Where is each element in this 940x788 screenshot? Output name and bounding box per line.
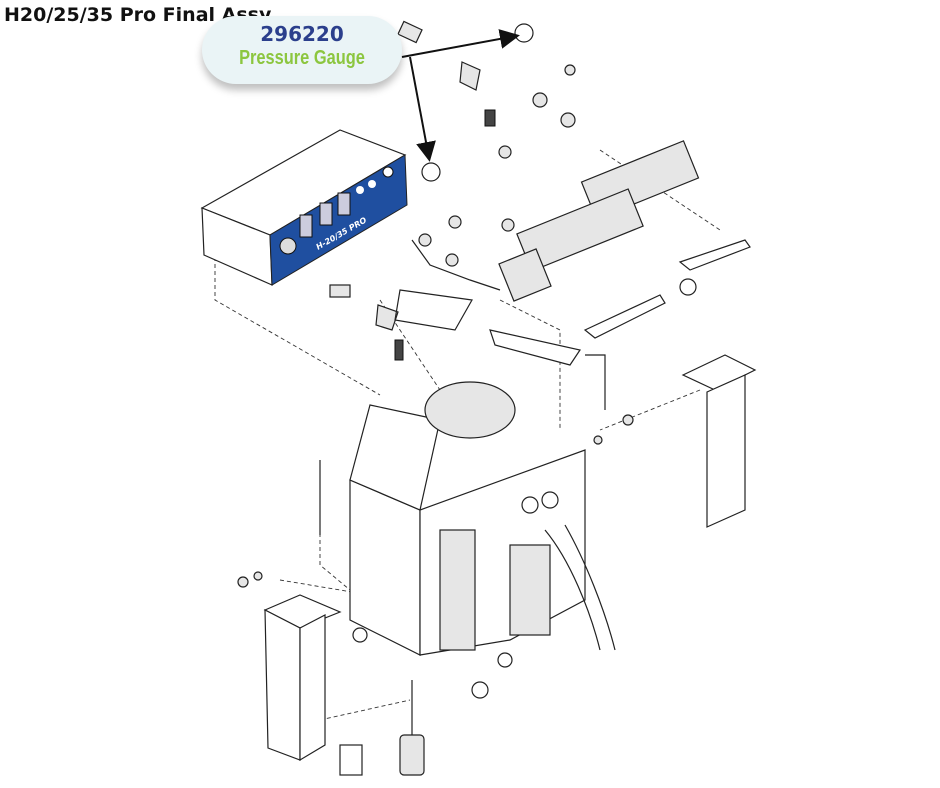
pressure-gauge-left (421, 162, 441, 182)
main-frame (319, 329, 616, 699)
control-box: H-20/35 PRO (200, 129, 408, 286)
side-panels (237, 354, 757, 776)
part-name: Pressure Gauge (239, 47, 365, 69)
pressure-gauge-top (514, 23, 534, 43)
fittings (329, 20, 751, 361)
callout-arrows (401, 29, 520, 162)
part-number: 296220 (260, 22, 344, 46)
diagram-title: H20/25/35 Pro Final Assy (4, 4, 272, 26)
part-callout: 296220 Pressure Gauge (202, 16, 402, 84)
